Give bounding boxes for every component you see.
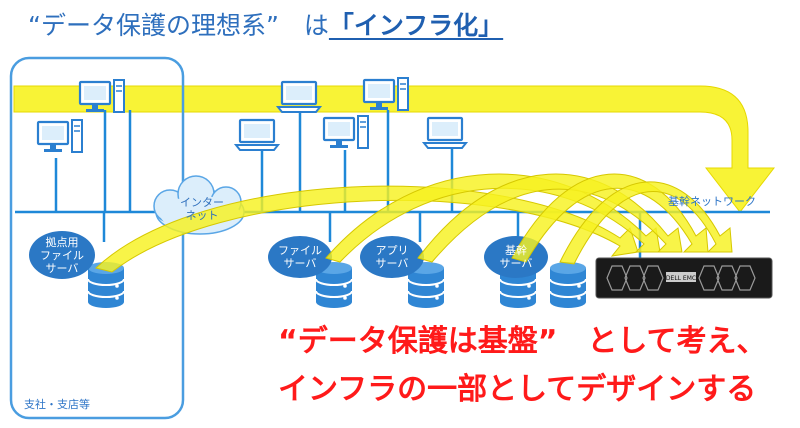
core-db-icon	[549, 261, 587, 309]
message-line-1: “データ保護は基盤” として考え、	[278, 324, 767, 359]
app-server-label: アプリ サーバ	[368, 244, 416, 270]
message-line-2: インフラの一部としてデザインする	[278, 372, 757, 407]
label-line: サーバ	[45, 262, 79, 275]
label-line: サーバ	[283, 257, 317, 270]
label-line: ファイル	[40, 249, 84, 262]
core-server-label: 基幹 サーバ	[492, 244, 540, 270]
branch-file-server-oval	[29, 231, 95, 279]
app-server-oval	[360, 236, 424, 278]
internet-label: インター ネット	[172, 196, 232, 222]
branch-file-server-label: 拠点用 ファイル サーバ	[38, 236, 86, 275]
label-line: 基幹	[505, 244, 527, 257]
desktop-pc-icon	[322, 114, 370, 150]
file-server-label: ファイル サーバ	[276, 244, 324, 270]
backup-arrows	[94, 173, 733, 273]
branch-office-label: 支社・支店等	[24, 398, 90, 411]
label-line: 拠点用	[45, 236, 79, 249]
label-line: ファイル	[278, 244, 322, 257]
title-highlight: 「インフラ化」	[328, 11, 504, 40]
file-server-oval	[268, 236, 332, 278]
desktop-pc-icon	[36, 118, 84, 154]
label-line: ネット	[185, 209, 219, 222]
laptop-icon	[276, 80, 322, 114]
backup-appliance: DELL EMC	[595, 257, 773, 299]
page-title: “データ保護の理想系” は「インフラ化」	[28, 6, 503, 42]
label-line: アプリ	[375, 244, 409, 257]
branch-office-box	[9, 56, 185, 420]
backbone-network-label: 基幹ネットワーク	[668, 195, 756, 208]
label-line: サーバ	[375, 257, 409, 270]
label-line: インター	[180, 196, 224, 209]
title-main: “データ保護の理想系” は	[28, 11, 329, 40]
laptop-icon	[234, 118, 280, 152]
appliance-brand-text: DELL EMC	[666, 275, 696, 282]
laptop-icon	[422, 116, 468, 150]
label-line: サーバ	[499, 257, 533, 270]
